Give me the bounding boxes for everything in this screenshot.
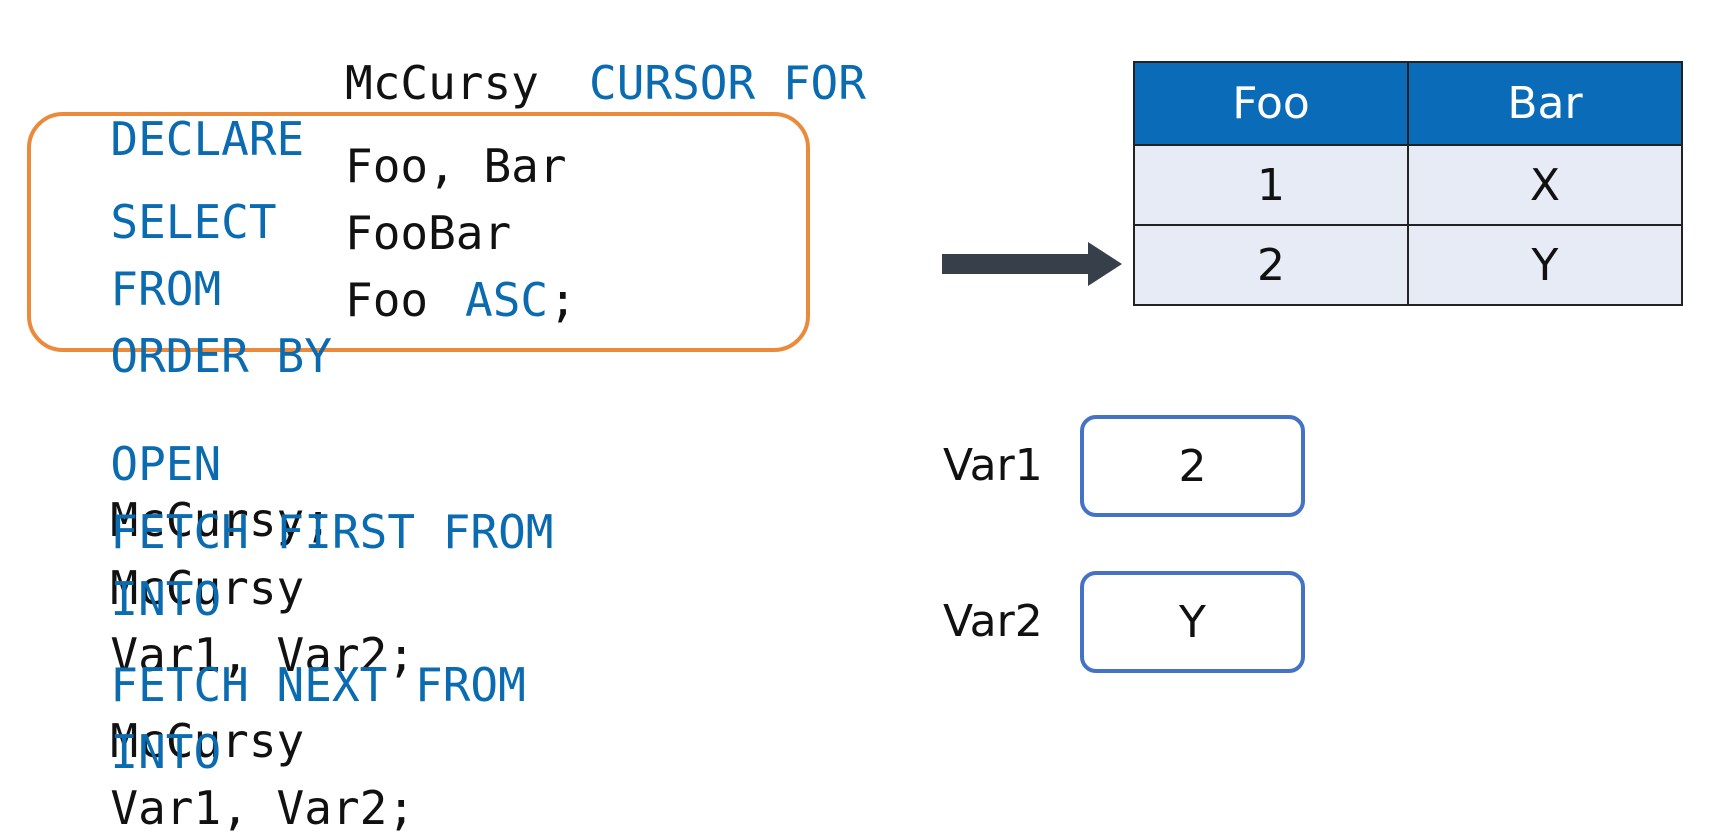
table-row: 2 Y [1133, 224, 1683, 306]
table-cell: X [1407, 144, 1683, 226]
code-line-into-2: INTO Var1, Var2; [55, 668, 415, 836]
table-cell: 2 [1133, 224, 1409, 306]
keyword: INTO [110, 572, 249, 626]
keyword: CURSOR FOR [589, 56, 866, 110]
table-cell: Y [1407, 224, 1683, 306]
code-line-from: FROM FooBar [55, 205, 511, 373]
keyword: FETCH NEXT FROM [110, 658, 554, 712]
column-header-bar: Bar [1407, 61, 1683, 146]
code-line-select: SELECT Foo, Bar [55, 138, 566, 306]
arrow-right-icon [942, 242, 1122, 286]
keyword: ORDER BY [110, 329, 332, 383]
result-table: Foo Bar 1 X 2 Y [1133, 61, 1683, 306]
from-table: FooBar [345, 206, 512, 260]
keyword: INTO [110, 725, 249, 779]
open-target: McCursy; [110, 493, 332, 547]
table-header-row: Foo Bar [1133, 61, 1683, 146]
column-header-foo: Foo [1133, 61, 1409, 146]
code-line-open: OPEN McCursy; [55, 380, 332, 548]
order-column: Foo [345, 273, 429, 327]
fetch-target: McCursy [110, 561, 305, 615]
keyword: FROM [110, 262, 222, 316]
keyword: OPEN [110, 437, 249, 491]
keyword: SELECT [110, 195, 277, 249]
table-row: 1 X [1133, 144, 1683, 226]
keyword: FETCH FIRST FROM [110, 505, 582, 559]
code-line-declare: DECLARE McCursy CURSOR FOR [55, 55, 866, 279]
cursor-name: McCursy [345, 56, 539, 110]
code-line-into-1: INTO Var1, Var2; [55, 515, 415, 683]
statement-terminator: ; [549, 273, 577, 327]
into-variables: Var1, Var2; [110, 628, 416, 682]
var2-label: Var2 [943, 596, 1043, 647]
table-cell: 1 [1133, 144, 1409, 226]
var1-value-box: 2 [1080, 415, 1305, 517]
var2-value-box: Y [1080, 571, 1305, 673]
select-statement-highlight [27, 112, 810, 352]
code-line-fetch-first: FETCH FIRST FROM McCursy [55, 448, 581, 616]
select-columns: Foo, Bar [345, 139, 567, 193]
into-variables: Var1, Var2; [110, 781, 416, 835]
order-direction: ASC [465, 273, 549, 327]
var1-label: Var1 [943, 440, 1043, 491]
keyword: DECLARE [110, 112, 305, 166]
code-line-order-by: ORDER BY Foo ASC ; [55, 272, 576, 552]
